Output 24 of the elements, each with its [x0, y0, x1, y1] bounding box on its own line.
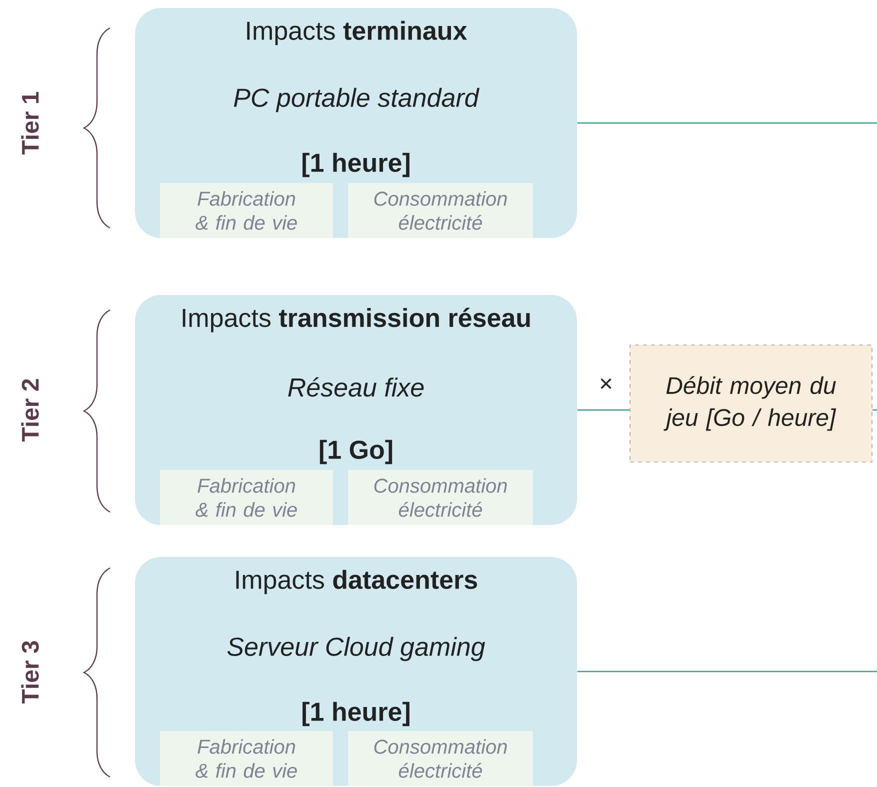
category-box: Consommation électricité: [348, 731, 534, 786]
tier-label: Tier 3: [21, 641, 39, 704]
box-subtitle: PC portable standard: [234, 88, 480, 112]
connector-line: [577, 409, 630, 411]
tier-label: Tier 1: [21, 92, 39, 155]
connector-line: [577, 122, 877, 124]
box-heading: Impacts transmission réseau: [182, 308, 530, 332]
connector-line: [872, 409, 877, 411]
box-unit: [1 Go]: [320, 440, 392, 464]
category-box: Consommation électricité: [348, 183, 534, 238]
box-heading: Impacts datacenters: [236, 570, 478, 594]
box-unit: [1 heure]: [302, 702, 410, 726]
box-subtitle: Serveur Cloud gaming: [227, 636, 486, 662]
box-heading: Impacts terminaux: [247, 20, 468, 46]
multiply-sign: ×: [600, 378, 612, 390]
tier-label: Tier 2: [21, 379, 39, 442]
box-subtitle: Réseau fixe: [288, 377, 424, 397]
category-box: Fabrication & fin de vie: [160, 183, 334, 238]
connector-line: [577, 670, 877, 672]
category-box: Consommation électricité: [348, 470, 534, 525]
factor-box: Débit moyen du jeu [Go / heure]: [630, 344, 872, 462]
category-box: Fabrication & fin de vie: [160, 731, 334, 786]
box-unit: [1 heure]: [302, 152, 410, 178]
category-box: Fabrication & fin de vie: [160, 470, 334, 525]
